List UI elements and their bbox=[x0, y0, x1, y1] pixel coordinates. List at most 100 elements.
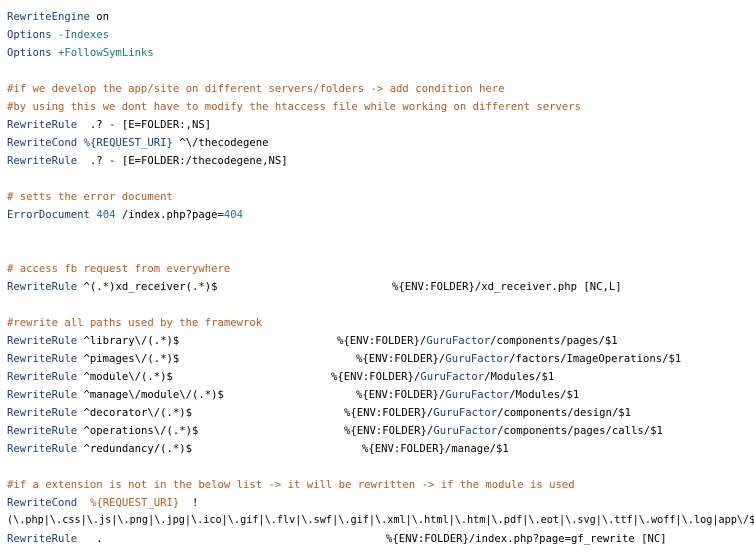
code-line-path-rule: RewriteRule ^manage\/module\/(.*)$ %{ENV:… bbox=[7, 386, 754, 404]
option-flag: +FollowSymLinks bbox=[58, 47, 154, 59]
status-code: 404 bbox=[96, 209, 116, 221]
target-path: /index.php?page=gf_rewrite [NC] bbox=[468, 533, 667, 545]
framework-name: GuruFactor bbox=[445, 353, 510, 365]
cond-pattern: ^\/thecodegene bbox=[172, 137, 269, 149]
code-line-options-symlinks: Options +FollowSymLinks bbox=[7, 44, 754, 62]
directive-keyword: ErrorDocument bbox=[7, 209, 90, 221]
code-line-rewrite-engine: RewriteEngine on bbox=[7, 8, 754, 26]
directive-keyword: RewriteRule bbox=[7, 443, 78, 455]
rule-target: %{ENV:FOLDER}/GuruFactor/Modules/$1 bbox=[356, 386, 579, 404]
negation: ! bbox=[179, 497, 199, 509]
blank-line bbox=[7, 224, 754, 242]
code-line-options-indexes: Options -Indexes bbox=[7, 26, 754, 44]
path-segment: /components/pages/$1 bbox=[490, 335, 618, 347]
comment-line: # setts the error document bbox=[7, 191, 173, 203]
path-segment: / bbox=[419, 335, 427, 347]
env-variable: %{ENV:FOLDER} bbox=[337, 335, 420, 347]
rule-target: %{ENV:FOLDER}/GuruFactor/factors/ImageOp… bbox=[356, 350, 681, 368]
directive-keyword: RewriteRule bbox=[7, 353, 78, 365]
rule-pattern: ^library\/(.*)$ bbox=[77, 335, 180, 347]
env-variable: %{ENV:FOLDER} bbox=[386, 533, 469, 545]
extension-regex: (\.php|\.css|\.js|\.png|\.jpg|\.ico|\.gi… bbox=[7, 515, 754, 526]
env-variable: %{ENV:FOLDER} bbox=[331, 371, 414, 383]
comment-line: #if a extension is not in the below list… bbox=[7, 479, 575, 491]
path-segment: /manage/$1 bbox=[444, 443, 509, 455]
separator bbox=[77, 497, 90, 509]
rule-target: %{ENV:FOLDER}/xd_receiver.php [NC,L] bbox=[392, 278, 622, 296]
path-segment: /Modules/$1 bbox=[509, 389, 580, 401]
directive-keyword: RewriteRule bbox=[7, 335, 78, 347]
framework-name: GuruFactor bbox=[426, 335, 491, 347]
framework-name: GuruFactor bbox=[433, 407, 498, 419]
code-line-final-rule: RewriteRule . %{ENV:FOLDER}/index.php?pag… bbox=[7, 530, 754, 548]
rule-pattern: . bbox=[77, 533, 103, 545]
comment-line: #by using this we dont have to modify th… bbox=[7, 101, 582, 113]
rule-pattern: ^operations\/(.*)$ bbox=[77, 425, 199, 437]
htaccess-code-view: RewriteEngine on Options -Indexes Option… bbox=[7, 8, 754, 548]
framework-name: GuruFactor bbox=[420, 371, 485, 383]
code-line-fb-rule: RewriteRule ^(.*)xd_receiver(.*)$%{ENV:F… bbox=[7, 278, 754, 296]
directive-keyword: RewriteCond bbox=[7, 137, 78, 149]
target-path: /xd_receiver.php [NC,L] bbox=[474, 281, 622, 293]
framework-name: GuruFactor bbox=[445, 389, 510, 401]
path-segment: /components/pages/calls/$1 bbox=[497, 425, 663, 437]
directive-keyword: RewriteRule bbox=[7, 155, 78, 167]
error-target: /index.php?page= bbox=[115, 209, 224, 221]
blank-line bbox=[7, 296, 754, 314]
directive-keyword: RewriteRule bbox=[7, 425, 78, 437]
code-line-path-rule: RewriteRule ^module\/(.*)$%{ENV:FOLDER}/… bbox=[7, 368, 754, 386]
rule-pattern: ^decorator\/(.*)$ bbox=[77, 407, 192, 419]
rule-pattern: ^manage\/module\/(.*)$ bbox=[77, 389, 224, 401]
blank-line bbox=[7, 62, 754, 80]
code-line-path-rule: RewriteRule ^decorator\/(.*)$ %{ENV:FOLDE… bbox=[7, 404, 754, 422]
code-line-extension-cond: RewriteCond %{REQUEST_URI} ! bbox=[7, 494, 754, 512]
directive-value: on bbox=[89, 11, 110, 23]
blank-line bbox=[7, 458, 754, 476]
path-segment: / bbox=[413, 371, 421, 383]
code-line-path-rule: RewriteRule ^library\/(.*)$ %{ENV:FOLDER}… bbox=[7, 332, 754, 350]
rule-target: %{ENV:FOLDER}/manage/$1 bbox=[362, 440, 509, 458]
env-variable: %{ENV:FOLDER} bbox=[344, 425, 427, 437]
server-variable: %{REQUEST_URI} bbox=[89, 497, 180, 509]
rule-target: %{ENV:FOLDER}/GuruFactor/components/page… bbox=[337, 332, 618, 350]
env-variable: %{ENV:FOLDER} bbox=[362, 443, 445, 455]
option-flag: -Indexes bbox=[58, 29, 110, 41]
rule-target: %{ENV:FOLDER}/GuruFactor/Modules/$1 bbox=[331, 368, 554, 386]
rule-target: %{ENV:FOLDER}/GuruFactor/components/desi… bbox=[344, 404, 631, 422]
env-variable: %{ENV:FOLDER} bbox=[356, 353, 439, 365]
framework-name: GuruFactor bbox=[433, 425, 498, 437]
code-line-rewrite-rule: RewriteRule .? - [E=FOLDER:,NS] bbox=[7, 116, 754, 134]
blank-line bbox=[7, 242, 754, 260]
status-code: 404 bbox=[223, 209, 244, 221]
rule-pattern: ^module\/(.*)$ bbox=[77, 371, 173, 383]
code-line-error-document: ErrorDocument 404 /index.php?page=404 bbox=[7, 206, 754, 224]
rule-body: .? - [E=FOLDER:/thecodegene,NS] bbox=[77, 155, 288, 167]
rule-target: %{ENV:FOLDER}/GuruFactor/components/page… bbox=[344, 422, 663, 440]
directive-keyword: RewriteEngine bbox=[7, 11, 90, 23]
path-segment: /components/design/$1 bbox=[497, 407, 632, 419]
env-variable: %{ENV:FOLDER} bbox=[344, 407, 427, 419]
code-line-rewrite-cond: RewriteCond %{REQUEST_URI} ^\/thecodegen… bbox=[7, 134, 754, 152]
code-line-rewrite-rule: RewriteRule .? - [E=FOLDER:/thecodegene,… bbox=[7, 152, 754, 170]
directive-keyword: RewriteRule bbox=[7, 407, 78, 419]
path-segment: /Modules/$1 bbox=[484, 371, 555, 383]
directive-keyword: RewriteRule bbox=[7, 119, 78, 131]
path-segment: /factors/ImageOperations/$1 bbox=[509, 353, 682, 365]
path-segment: / bbox=[426, 425, 434, 437]
rule-pattern: ^(.*)xd_receiver(.*)$ bbox=[77, 281, 218, 293]
directive-keyword: Options bbox=[7, 29, 52, 41]
directive-keyword: RewriteRule bbox=[7, 533, 78, 545]
comment-line: # access fb request from everywhere bbox=[7, 263, 231, 275]
code-line-path-rule: RewriteRule ^redundancy/(.*)$%{ENV:FOLDE… bbox=[7, 440, 754, 458]
directive-keyword: RewriteRule bbox=[7, 389, 78, 401]
path-segment: / bbox=[438, 389, 446, 401]
path-segment: / bbox=[438, 353, 446, 365]
directive-keyword: RewriteCond bbox=[7, 497, 78, 509]
code-line-path-rule: RewriteRule ^operations\/(.*)$ %{ENV:FOLD… bbox=[7, 422, 754, 440]
env-variable: %{ENV:FOLDER} bbox=[392, 281, 475, 293]
rule-target: %{ENV:FOLDER}/index.php?page=gf_rewrite … bbox=[386, 530, 667, 548]
rule-pattern: ^pimages\/(.*)$ bbox=[77, 353, 180, 365]
code-line-path-rule: RewriteRule ^pimages\/(.*)$ %{ENV:FOLDER}… bbox=[7, 350, 754, 368]
blank-line bbox=[7, 170, 754, 188]
comment-line: #rewrite all paths used by the framewrok bbox=[7, 317, 263, 329]
